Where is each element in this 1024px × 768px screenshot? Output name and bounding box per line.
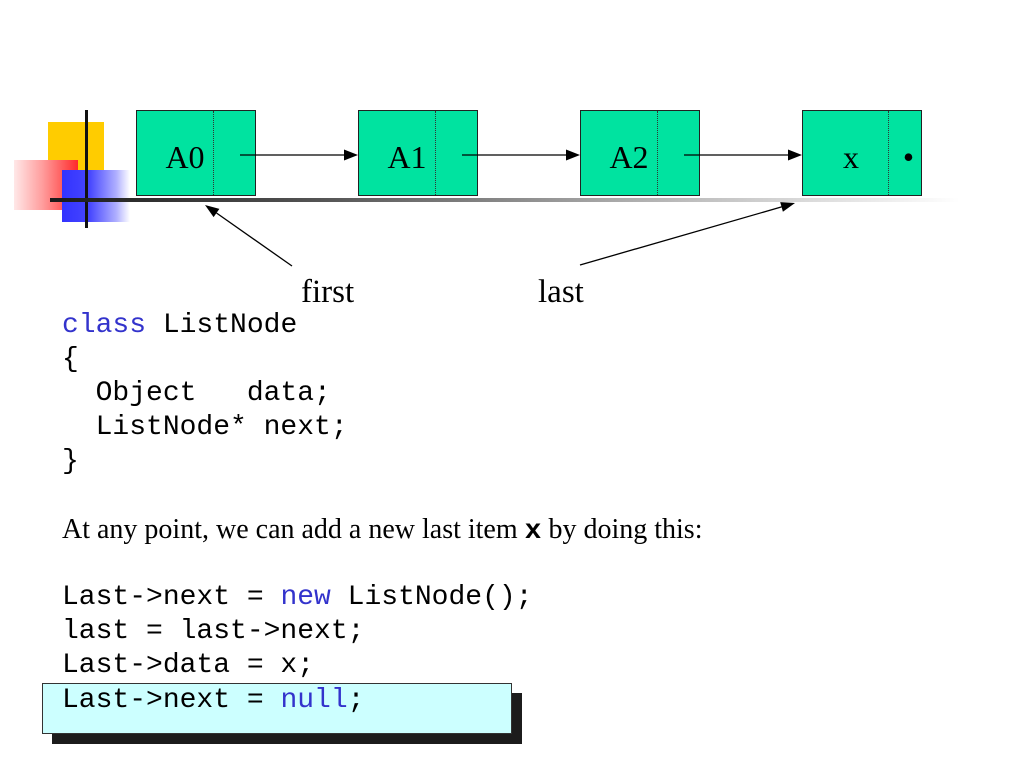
node-divider bbox=[888, 111, 889, 195]
code-line: { bbox=[62, 344, 79, 375]
explanation-variable: x bbox=[524, 516, 542, 547]
highlighted-code-box: Last->next = null; bbox=[42, 683, 512, 734]
code-line: Last->data = x; bbox=[62, 650, 315, 681]
explanation-text: At any point, we can add a new last item… bbox=[62, 513, 702, 547]
node-divider bbox=[435, 111, 436, 195]
explanation-before: At any point, we can add a new last item bbox=[62, 514, 525, 545]
arrow-a0-to-a1 bbox=[240, 149, 358, 161]
node-label: A0 bbox=[165, 139, 205, 175]
logo-vertical-line bbox=[85, 110, 88, 228]
code-line: class ListNode bbox=[62, 309, 348, 343]
code-text: ; bbox=[347, 685, 365, 716]
node-divider bbox=[213, 111, 214, 195]
code-line: Object data; bbox=[62, 378, 331, 409]
title-rule bbox=[50, 198, 960, 202]
arrow-first-pointer bbox=[205, 205, 293, 267]
keyword-new: new bbox=[280, 582, 331, 613]
list-node-x: x • bbox=[802, 110, 922, 196]
code-line: Last->next = null; bbox=[62, 684, 511, 718]
null-pointer-dot: • bbox=[902, 139, 915, 175]
code-line: } bbox=[62, 446, 79, 477]
class-name: ListNode bbox=[146, 310, 298, 341]
arrow-shaft bbox=[216, 212, 293, 267]
code-line: last = last->next; bbox=[62, 616, 365, 647]
node-label: x bbox=[843, 139, 859, 175]
keyword-null: null bbox=[280, 685, 348, 716]
code-text: Last->next = bbox=[62, 685, 281, 716]
node-label: A2 bbox=[609, 139, 649, 175]
arrow-a1-to-a2 bbox=[462, 149, 580, 161]
list-node-a2: A2 bbox=[580, 110, 700, 196]
arrow-head bbox=[788, 149, 802, 161]
arrow-a2-to-x bbox=[684, 149, 802, 161]
list-node-a0: A0 bbox=[136, 110, 256, 196]
code-text: Last->next = bbox=[62, 582, 281, 613]
node-label: A1 bbox=[387, 139, 427, 175]
arrow-head bbox=[780, 202, 795, 212]
keyword-class: class bbox=[62, 310, 147, 341]
logo-blue-square bbox=[62, 170, 130, 222]
arrow-head bbox=[344, 149, 358, 161]
node-divider bbox=[657, 111, 658, 195]
arrow-head bbox=[205, 205, 220, 218]
code-line: ListNode* next; bbox=[62, 412, 348, 443]
code-text: ListNode(); bbox=[330, 582, 533, 613]
arrow-head bbox=[566, 149, 580, 161]
arrow-shaft bbox=[579, 206, 782, 266]
last-pointer-label: last bbox=[538, 274, 584, 310]
list-node-a1: A1 bbox=[358, 110, 478, 196]
arrow-last-pointer bbox=[579, 202, 795, 266]
code-line: Last->next = new ListNode(); bbox=[62, 581, 533, 615]
append-code: Last->next = new ListNode(); last = last… bbox=[62, 581, 533, 683]
first-pointer-label: first bbox=[301, 274, 355, 310]
class-definition-code: class ListNode { Object data; ListNode* … bbox=[62, 309, 348, 479]
explanation-after: by doing this: bbox=[541, 514, 703, 545]
